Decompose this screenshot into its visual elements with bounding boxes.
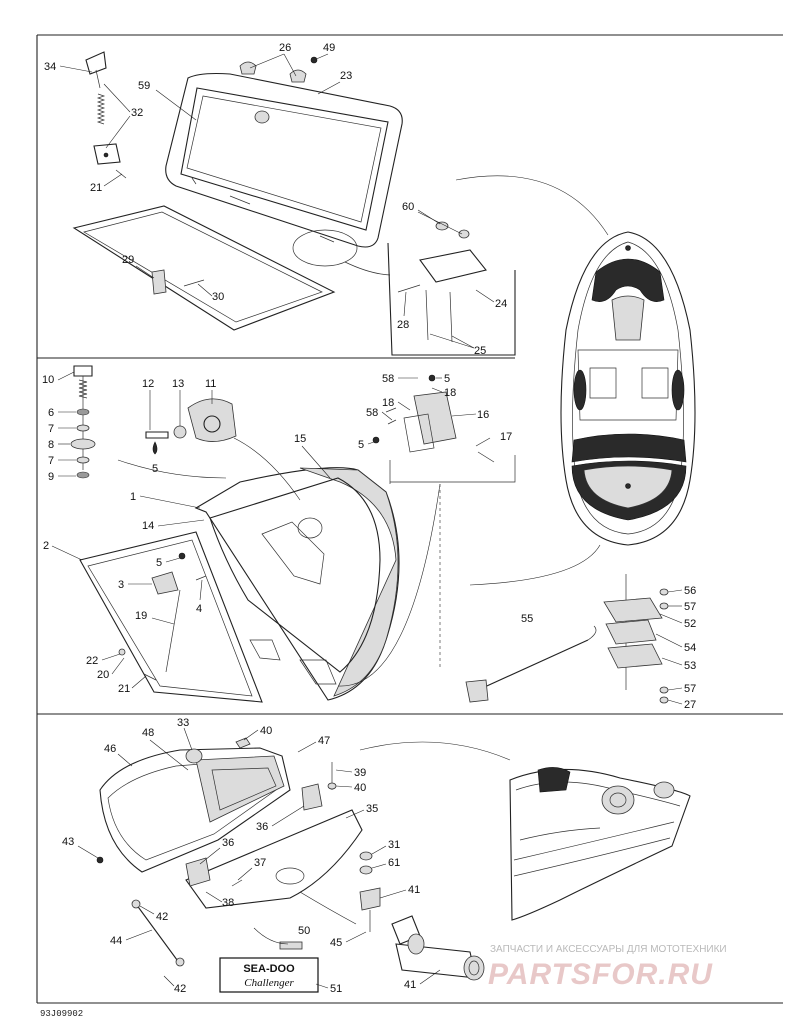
callout-9: 9 [48, 471, 54, 483]
callout-47: 47 [318, 735, 330, 747]
callout-42-a: 42 [156, 911, 168, 923]
callout-6: 6 [48, 407, 54, 419]
brand-decal-model: Challenger [244, 977, 294, 989]
callout-41-b: 41 [404, 979, 416, 991]
callout-28: 28 [397, 319, 409, 331]
watermark: ЗАПЧАСТИ И АКСЕССУАРЫ ДЛЯ МОТОТЕХНИКИ PA… [488, 944, 727, 991]
watermark-logo: PARTSFOR.RU [488, 958, 713, 991]
brand-decal-name: SEA-DOO [243, 963, 295, 975]
callout-1: 1 [130, 491, 136, 503]
callout-5-d: 5 [156, 557, 162, 569]
callout-labels: 34 26 49 23 59 32 21 60 29 30 24 28 25 1… [42, 42, 696, 995]
callout-57-a: 57 [684, 601, 696, 613]
callout-54: 54 [684, 642, 696, 654]
callout-41-a: 41 [408, 884, 420, 896]
document-id: 93J09902 [40, 1009, 83, 1019]
callout-53: 53 [684, 660, 696, 672]
callout-60: 60 [402, 201, 414, 213]
callout-23: 23 [340, 70, 352, 82]
callout-36-b: 36 [222, 837, 234, 849]
callout-59: 59 [138, 80, 150, 92]
callout-32: 32 [131, 107, 143, 119]
craft-top-view [455, 175, 696, 586]
callout-5-a: 5 [444, 373, 450, 385]
brand-decal [219, 957, 319, 993]
callout-21-top: 21 [90, 182, 102, 194]
callout-13: 13 [172, 378, 184, 390]
watermark-tagline: ЗАПЧАСТИ И АКСЕССУАРЫ ДЛЯ МОТОТЕХНИКИ [490, 944, 727, 955]
callout-22: 22 [86, 655, 98, 667]
callout-20: 20 [97, 669, 109, 681]
callout-30: 30 [212, 291, 224, 303]
callout-37: 37 [254, 857, 266, 869]
rear-compartment-group: SEA-DOO Challenger [96, 737, 691, 993]
callout-27: 27 [684, 699, 696, 711]
callout-61: 61 [388, 857, 400, 869]
callout-4: 4 [196, 603, 202, 615]
callout-46: 46 [104, 743, 116, 755]
callout-45: 45 [330, 937, 342, 949]
callout-5-c: 5 [358, 439, 364, 451]
callout-49: 49 [323, 42, 335, 54]
callout-14: 14 [142, 520, 154, 532]
callout-11: 11 [205, 378, 216, 390]
callout-15: 15 [294, 433, 306, 445]
callout-56: 56 [684, 585, 696, 597]
callout-7-a: 7 [48, 423, 54, 435]
callout-40-a: 40 [260, 725, 272, 737]
callout-17: 17 [500, 431, 512, 443]
callout-42-b: 42 [174, 983, 186, 995]
callout-58-top: 58 [382, 373, 394, 385]
glovebox-group [70, 365, 669, 704]
callout-18-a: 18 [444, 387, 456, 399]
callout-36-a: 36 [256, 821, 268, 833]
diagram-frame [36, 34, 783, 1004]
callout-35: 35 [366, 803, 378, 815]
callout-55: 55 [521, 613, 533, 625]
callout-38: 38 [222, 897, 234, 909]
callout-3: 3 [118, 579, 124, 591]
callout-44: 44 [110, 935, 122, 947]
callout-18-b: 18 [382, 397, 394, 409]
callout-31: 31 [388, 839, 400, 851]
callout-2: 2 [43, 540, 49, 552]
callout-43: 43 [62, 836, 74, 848]
callout-57-b: 57 [684, 683, 696, 695]
callout-24: 24 [495, 298, 507, 310]
callout-21-mid: 21 [118, 683, 130, 695]
front-storage-lid-group [72, 51, 516, 356]
callout-33: 33 [177, 717, 189, 729]
callout-52: 52 [684, 618, 696, 630]
callout-25: 25 [474, 345, 486, 357]
callout-19: 19 [135, 610, 147, 622]
callout-7-b: 7 [48, 455, 54, 467]
callout-39: 39 [354, 767, 366, 779]
callout-29: 29 [122, 254, 134, 266]
callout-48: 48 [142, 727, 154, 739]
callout-5-b: 5 [152, 463, 158, 475]
callout-58-b: 58 [366, 407, 378, 419]
callout-40-b: 40 [354, 782, 366, 794]
callout-26: 26 [279, 42, 291, 54]
callout-12: 12 [142, 378, 154, 390]
callout-10: 10 [42, 374, 54, 386]
callout-50: 50 [298, 925, 310, 937]
callout-16: 16 [477, 409, 489, 421]
callout-8: 8 [48, 439, 54, 451]
callout-51: 51 [330, 983, 342, 995]
callout-34: 34 [44, 61, 56, 73]
